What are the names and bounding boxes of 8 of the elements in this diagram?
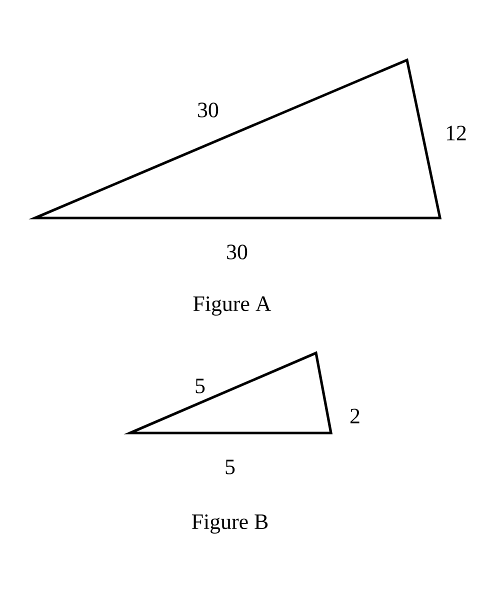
side-length-label: 5 [226,460,235,474]
side-length-label: 2 [350,408,360,424]
side-length-label: 12 [446,126,466,140]
figure-caption: Figure B [192,514,268,534]
side-length-label: 30 [227,244,248,260]
side-length-label: 5 [196,378,205,394]
side-length-label: 30 [198,102,218,118]
figure-caption: Figure A [193,296,272,316]
